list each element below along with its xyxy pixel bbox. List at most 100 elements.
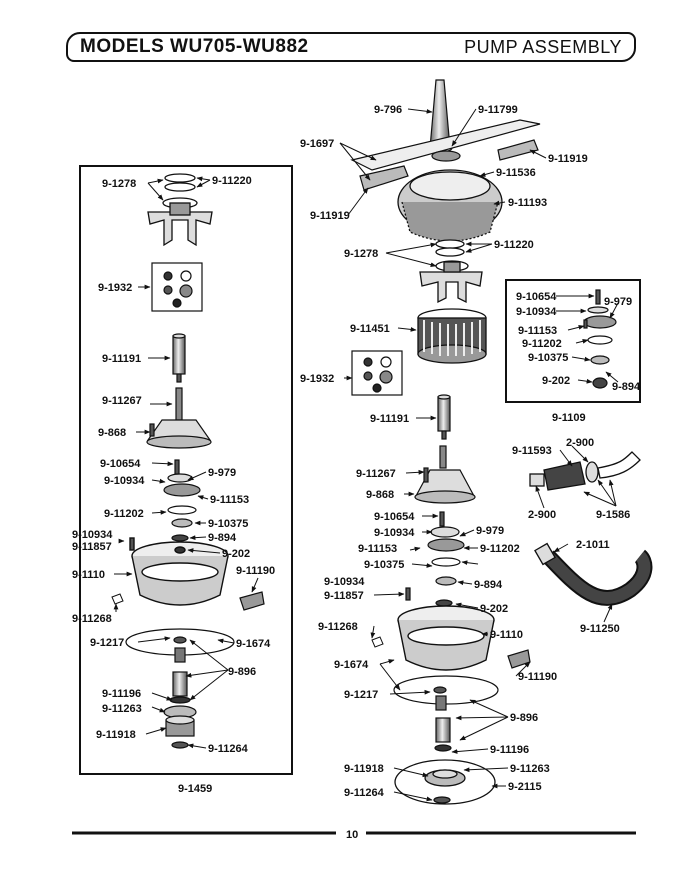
part-label: 9-894	[612, 381, 641, 393]
center-pump-body	[414, 445, 476, 504]
right-kit-caption: 9-1109	[552, 412, 586, 424]
center-clip-9-11268	[371, 636, 384, 648]
part-label: 9-11268	[72, 613, 112, 625]
part-label: 9-11268	[318, 621, 358, 633]
part-label: 9-202	[222, 548, 250, 560]
center-seal-kit-card	[351, 350, 403, 396]
left-group-caption: 9-1459	[178, 783, 212, 795]
part-label: 9-11451	[350, 323, 390, 335]
part-label: 9-1674	[334, 659, 369, 671]
part-label: 9-11153	[518, 325, 557, 337]
part-label: 9-1674	[236, 638, 271, 650]
part-label: 9-11220	[212, 175, 252, 187]
part-label: 9-11153	[210, 494, 249, 506]
center-lower-shaft	[434, 717, 452, 752]
part-label: 9-11267	[102, 395, 142, 407]
left-assembly-frame	[79, 165, 293, 775]
part-label: 2-900	[528, 509, 556, 521]
part-label: 9-11593	[512, 445, 552, 457]
part-label: 9-11857	[324, 590, 364, 602]
part-label: 9-979	[208, 467, 236, 479]
left-pump-body	[146, 387, 212, 449]
part-label: 9-10934	[516, 306, 557, 318]
right-kit-frame	[505, 279, 641, 403]
part-label: 9-1278	[344, 248, 378, 260]
part-label: 9-11196	[490, 744, 529, 756]
right-kit-parts	[583, 289, 617, 389]
center-bracket-part	[419, 239, 483, 304]
part-label: 9-868	[366, 489, 394, 501]
part-label: 9-11191	[102, 353, 141, 365]
center-impeller-stack	[405, 511, 465, 607]
part-label: 9-10934	[374, 527, 415, 539]
section-title: PUMP ASSEMBLY	[464, 37, 622, 57]
part-label: 9-10654	[374, 511, 415, 523]
part-label: 9-11202	[522, 338, 562, 350]
part-label: 9-1932	[98, 282, 132, 294]
part-label: 9-979	[604, 296, 632, 308]
leader-lines	[113, 108, 619, 802]
part-labels: 9-1278 9-11220 9-1932 9-11191 9-11267 9-…	[72, 104, 641, 799]
part-label: 9-896	[228, 666, 256, 678]
part-label: 9-11536	[496, 167, 536, 179]
left-impeller-stack	[163, 459, 201, 542]
part-label: 9-202	[542, 375, 570, 387]
part-label: 9-11264	[344, 787, 385, 799]
left-pump-housing	[129, 537, 229, 606]
part-label: 9-10934	[72, 529, 113, 541]
part-label: 9-11799	[478, 104, 518, 116]
part-label: 9-11263	[510, 763, 550, 775]
part-label: 9-11202	[480, 543, 520, 555]
part-label: 9-1697	[300, 138, 334, 150]
models-title: MODELS WU705-WU882	[80, 36, 309, 57]
part-label: 9-979	[476, 525, 504, 537]
title-banner: MODELS WU705-WU882 PUMP ASSEMBLY	[66, 32, 636, 62]
part-label: 9-11191	[370, 413, 409, 425]
drain-hose	[534, 542, 653, 606]
left-lower-shaft	[163, 671, 197, 749]
left-shaft-sleeve	[172, 333, 186, 383]
part-label: 2-900	[566, 437, 594, 449]
left-clip-9-11268	[111, 593, 124, 605]
part-label: 9-11190	[236, 565, 275, 577]
part-label: 9-796	[374, 104, 402, 116]
part-label: 9-1217	[344, 689, 378, 701]
part-label: 9-1217	[90, 637, 124, 649]
center-blade-arm	[350, 119, 541, 191]
part-label: 9-894	[474, 579, 503, 591]
part-label: 9-1110	[72, 569, 105, 581]
part-label: 9-11919	[310, 210, 350, 222]
part-label: 9-11264	[208, 743, 249, 755]
part-label: 9-11220	[494, 239, 534, 251]
part-label: 9-11153	[358, 543, 397, 555]
center-pump-housing	[397, 605, 495, 671]
part-label: 9-896	[510, 712, 538, 724]
hose-fitting-assembly	[529, 451, 641, 491]
part-label: 9-11919	[548, 153, 588, 165]
part-label: 9-894	[208, 532, 237, 544]
center-base-plate	[394, 759, 496, 805]
part-label: 9-1278	[102, 178, 136, 190]
part-label: 9-11267	[356, 468, 396, 480]
part-label: 9-1932	[300, 373, 334, 385]
part-label: 9-11250	[580, 623, 620, 635]
part-label: 9-10375	[364, 559, 404, 571]
center-shaft-sleeve	[437, 394, 451, 440]
part-label: 9-2115	[508, 781, 542, 793]
part-label: 9-202	[480, 603, 508, 615]
part-label: 9-11857	[72, 541, 112, 553]
part-label: 9-11202	[104, 508, 144, 520]
part-label: 9-10375	[528, 352, 568, 364]
left-gasket	[125, 628, 235, 663]
part-label: 9-10375	[208, 518, 248, 530]
center-filter-basket	[417, 308, 487, 364]
left-seal-kit-card	[151, 262, 203, 312]
part-label: 9-10654	[516, 291, 557, 303]
part-label: 9-11263	[102, 703, 142, 715]
left-clip-part	[239, 591, 265, 611]
center-gasket	[393, 675, 499, 711]
part-label: 9-11918	[344, 763, 384, 775]
part-label: 9-11196	[102, 688, 141, 700]
left-bracket-part	[147, 173, 213, 247]
